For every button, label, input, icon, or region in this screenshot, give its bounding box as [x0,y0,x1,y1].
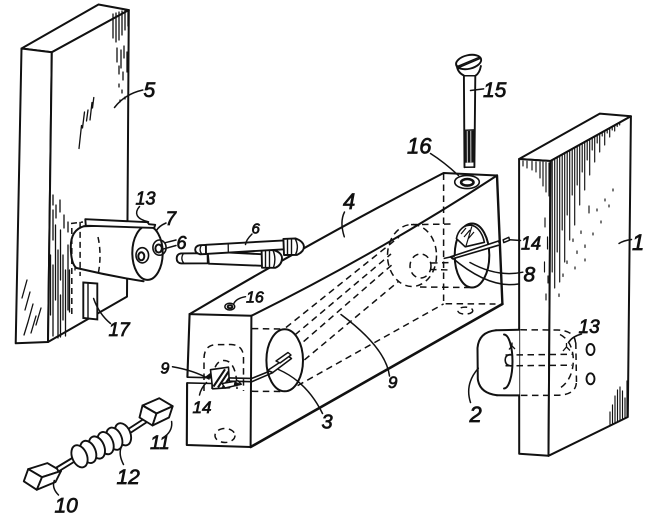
svg-text:16: 16 [246,290,264,307]
svg-text:9: 9 [161,361,170,378]
svg-text:17: 17 [109,320,132,341]
svg-text:7: 7 [166,209,178,230]
svg-text:15: 15 [483,79,507,102]
svg-text:9: 9 [388,373,398,392]
svg-text:8: 8 [524,264,536,287]
svg-text:10: 10 [55,495,79,515]
svg-text:5: 5 [144,79,156,102]
svg-text:3: 3 [322,412,333,434]
svg-text:2: 2 [469,402,482,427]
svg-text:4: 4 [343,189,355,214]
svg-text:14: 14 [193,398,212,417]
svg-text:12: 12 [117,466,141,489]
svg-text:16: 16 [407,134,432,159]
svg-text:6: 6 [177,233,188,253]
svg-text:13: 13 [136,189,156,209]
svg-text:1: 1 [632,230,644,255]
svg-text:14: 14 [521,234,541,254]
svg-text:6: 6 [252,221,261,238]
svg-text:11: 11 [150,433,170,454]
svg-text:13: 13 [579,317,601,338]
